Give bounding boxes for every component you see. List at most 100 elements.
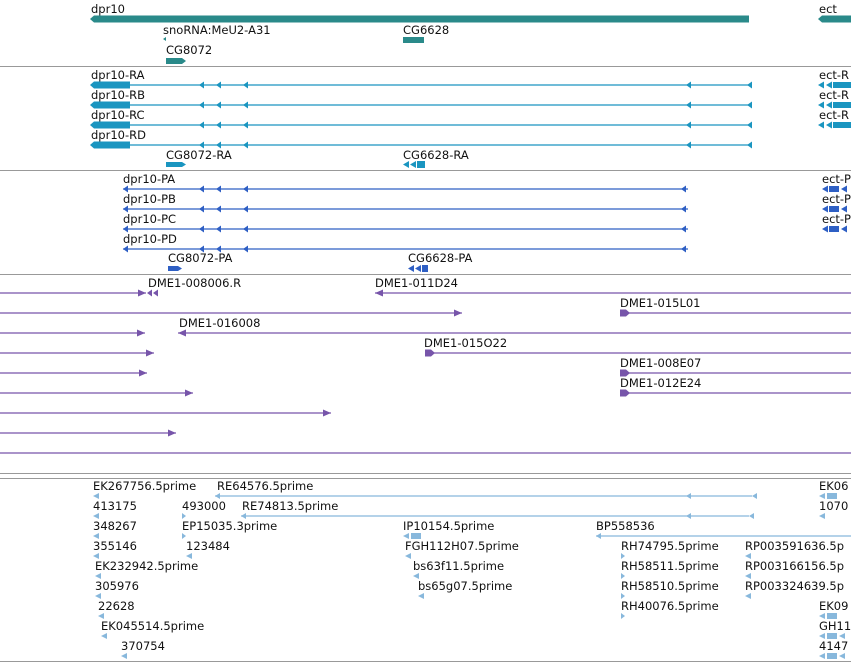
protein-label: ect-P	[822, 192, 851, 206]
feature-part	[216, 185, 221, 193]
clone-label: DME1-016008	[179, 316, 260, 330]
est-label: 305976	[95, 579, 139, 593]
transcript-feature[interactable]	[818, 121, 851, 129]
feature-part	[745, 573, 751, 579]
clone-feature[interactable]	[0, 349, 154, 357]
feature-part	[827, 653, 837, 659]
clone-feature[interactable]	[0, 389, 193, 397]
feature-part	[839, 653, 845, 659]
protein-feature[interactable]	[408, 265, 428, 272]
est-label: RH58510.5prime	[621, 579, 719, 593]
feature-part	[686, 81, 691, 89]
feature-part	[199, 225, 204, 233]
gene-feature[interactable]	[818, 15, 851, 23]
feature-part	[818, 121, 824, 129]
feature-part	[403, 533, 409, 539]
protein-feature[interactable]	[168, 266, 182, 271]
clone-feature[interactable]	[178, 329, 851, 337]
feature-part	[216, 101, 221, 109]
clone-feature[interactable]	[425, 349, 851, 357]
feature-part	[747, 81, 752, 89]
transcript-feature[interactable]	[90, 141, 752, 149]
transcript-label: ect-R	[819, 68, 849, 82]
gene-feature[interactable]	[90, 15, 749, 23]
feature-part	[818, 81, 824, 89]
feature-part	[819, 653, 825, 659]
transcript-label: CG6628-RA	[403, 148, 469, 162]
transcript-feature[interactable]	[90, 121, 752, 129]
transcript-feature[interactable]	[403, 161, 425, 168]
feature-part	[243, 141, 248, 149]
transcript-feature[interactable]	[90, 101, 752, 109]
feature-part	[95, 573, 101, 579]
transcript-feature[interactable]	[818, 81, 851, 89]
feature-part	[93, 513, 99, 519]
gene-label: dpr10	[91, 2, 125, 16]
est-label: 348267	[93, 519, 137, 533]
clone-feature[interactable]	[0, 329, 145, 337]
clone-feature[interactable]	[0, 429, 176, 437]
feature-part	[186, 553, 192, 559]
transcript-feature[interactable]	[90, 81, 752, 89]
feature-part	[90, 101, 130, 109]
protein-feature[interactable]	[822, 185, 847, 193]
feature-part	[749, 513, 754, 519]
protein-feature[interactable]	[123, 205, 688, 213]
feature-part	[121, 653, 127, 659]
protein-feature[interactable]	[822, 225, 847, 233]
protein-feature[interactable]	[123, 185, 688, 193]
protein-label: CG6628-PA	[408, 251, 473, 265]
est-track: EK267756.5prime RE64576.5prime EK06 4131…	[93, 479, 851, 659]
transcript-feature[interactable]	[166, 162, 186, 167]
est-feature[interactable]	[596, 533, 851, 539]
feature-part	[620, 389, 630, 397]
feature-part	[829, 226, 839, 232]
est-label: FGH112H07.5prime	[405, 539, 519, 553]
clone-feature[interactable]	[0, 409, 331, 417]
est-features[interactable]	[93, 493, 845, 659]
protein-feature[interactable]	[822, 205, 847, 213]
feature-part	[93, 533, 99, 539]
feature-part	[829, 206, 839, 212]
feature-part	[405, 553, 411, 559]
est-label: EK045514.5prime	[101, 619, 204, 633]
gene-feature[interactable]	[166, 58, 186, 64]
feature-part	[686, 493, 691, 499]
transcript-label: dpr10-RB	[91, 88, 145, 102]
feature-part	[199, 185, 204, 193]
feature-part	[182, 533, 186, 539]
est-feature[interactable]	[241, 513, 754, 519]
feature-part	[747, 101, 752, 109]
clone-feature[interactable]	[0, 369, 147, 377]
feature-part	[454, 309, 462, 317]
feature-part	[620, 369, 630, 377]
feature-part	[819, 633, 825, 639]
est-feature[interactable]	[215, 493, 757, 499]
clone-feature[interactable]	[0, 309, 462, 317]
est-label: EK09	[819, 599, 848, 613]
feature-part	[241, 513, 246, 519]
protein-track: dpr10-PA ect-P dpr10-PB ect-P dpr10-PC e…	[123, 172, 851, 272]
feature-part	[819, 493, 825, 499]
feature-part	[747, 141, 752, 149]
clone-feature[interactable]	[620, 369, 851, 377]
est-label: RH58511.5prime	[621, 559, 719, 573]
gene-feature[interactable]	[403, 37, 424, 43]
transcript-track: dpr10-RA ect-R dpr10-RB ect-R dpr10-RC e…	[90, 68, 851, 168]
clone-feature[interactable]	[620, 309, 851, 317]
gene-feature[interactable]	[163, 37, 166, 41]
feature-part	[138, 289, 146, 297]
clone-feature[interactable]	[0, 289, 158, 297]
feature-part	[216, 245, 221, 253]
est-label: RP003324639.5p	[745, 579, 844, 593]
clone-feature[interactable]	[375, 289, 851, 297]
feature-part	[123, 185, 128, 193]
transcript-label: ect-R	[819, 108, 849, 122]
feature-part	[621, 553, 625, 559]
feature-part	[833, 82, 851, 88]
protein-feature[interactable]	[123, 225, 688, 233]
clone-feature[interactable]	[620, 389, 851, 397]
transcript-feature[interactable]	[818, 101, 851, 109]
gene-track: dpr10 ect snoRNA:MeU2-A31 CG6628 CG8072	[90, 2, 851, 64]
protein-feature[interactable]	[123, 245, 688, 253]
